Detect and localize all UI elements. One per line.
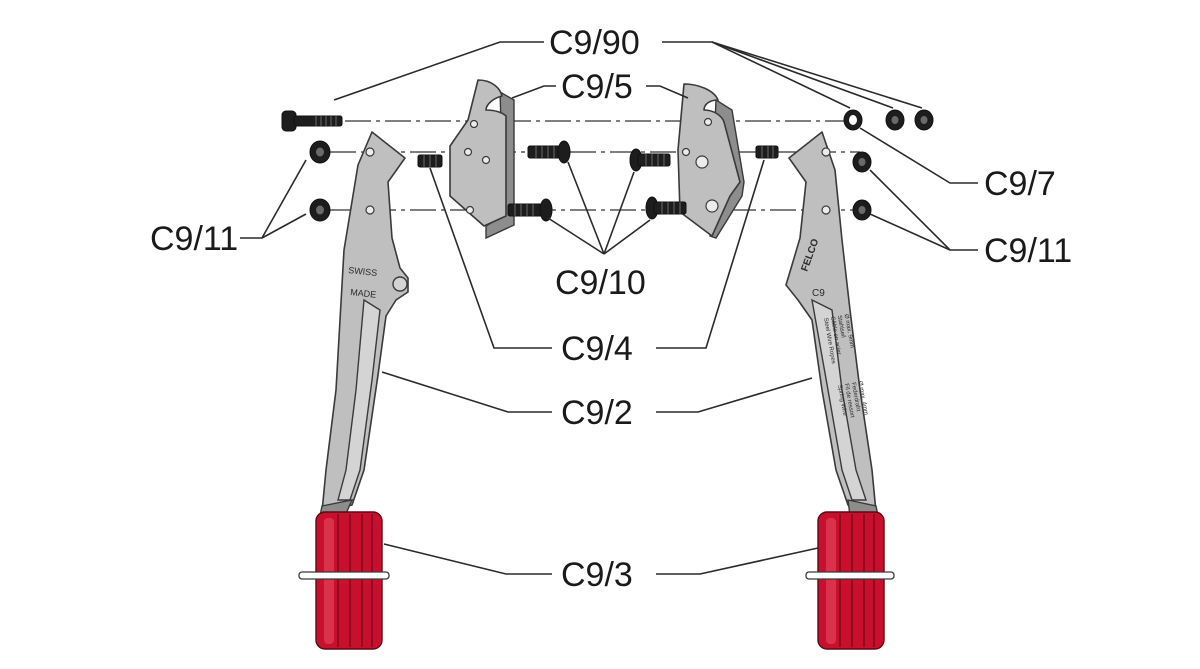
right-arm-pivot-hole-top [821,147,831,157]
leader-c9-90-right-b [711,41,894,109]
leader-c9-3-left [383,543,552,575]
svg-text:Fil de ressort: Fil de ressort [843,383,855,419]
nut-c9-11-right-bottom [852,199,872,221]
leader-c9-5-right [646,85,689,99]
leader-c9-2-right [656,377,813,413]
right-arm-pivot-hole-bottom [821,205,831,215]
screw-c9-10-top-left [527,140,571,164]
label-c9-2: C9/2 [561,394,633,432]
set-screw-c9-4-left [417,154,443,168]
leader-c9-5-left [511,85,556,99]
leader-c9-10-c [603,171,635,255]
label-c9-11-left: C9/11 [150,220,238,258]
svg-text:Ø max. 9mm: Ø max. 9mm [843,314,855,349]
model-engraving: C9 [812,288,825,299]
right-red-handle [805,511,895,650]
leader-lines [240,41,978,575]
label-c9-3: C9/3 [561,556,633,594]
nut-c9-90-a [885,109,905,131]
screw-c9-10-bottom-right [645,196,687,220]
screw-c9-10-bottom-left [507,198,553,222]
right-handle-ring [805,571,895,580]
leader-c9-10-d [603,219,651,255]
leader-c9-90-right-c [711,41,923,109]
leader-c9-11-left-a [240,159,307,239]
nut-c9-11-right-top [852,151,872,173]
nut-c9-11-left-top [309,140,331,164]
label-c9-5: C9/5 [561,68,633,106]
nut-c9-90-b [914,109,934,131]
leader-c9-7 [859,127,978,184]
leader-c9-10-b [547,217,605,255]
leader-c9-4-right [656,159,765,349]
left-blade [449,79,515,240]
right-blade [677,83,745,239]
leader-c9-90-left [333,41,544,101]
svg-text:Federdraht: Federdraht [850,382,861,412]
leader-c9-4-left [429,167,552,349]
bolt-c9-90 [281,110,343,132]
assembly-axes [330,120,860,211]
label-c9-11-right: C9/11 [984,232,1072,270]
callout-labels: C9/90 C9/5 C9/7 C9/11 C9/11 C9/10 C9/4 C… [150,24,1072,594]
label-c9-4: C9/4 [561,330,633,368]
left-handle-ring [298,571,390,580]
right-blade-pivot-socket [695,155,709,169]
label-c9-10: C9/10 [555,264,646,302]
leader-c9-10-a [567,161,605,255]
nut-c9-11-left-bottom [309,198,331,222]
set-screw-c9-4-right [755,145,779,159]
leader-c9-11-right-b [869,213,951,251]
leader-c9-11-left-b [261,213,307,239]
right-arm: FELCO C9 Steel Wire Ropes Câble en acier… [785,131,879,517]
svg-text:Stahlseil: Stahlseil [836,315,846,338]
spec-engraving-block-2: Spring Wire Fil de ressort Federdraht Ø … [836,381,869,419]
label-c9-90: C9/90 [549,24,640,62]
leader-c9-3-right [656,547,819,575]
made-engraving: MADE [350,287,377,300]
left-arm: SWISS MADE [319,131,409,517]
label-c9-7: C9/7 [984,165,1056,203]
left-arm-pivot-hole-bottom [365,205,375,215]
swiss-engraving: SWISS [348,265,378,278]
screw-c9-10-top-right [629,148,671,172]
svg-text:Ø max. 4mm: Ø max. 4mm [857,381,869,416]
svg-text:Spring Wire: Spring Wire [836,384,847,417]
left-red-handle [298,511,390,650]
left-arm-pivot-hole-top [365,147,375,157]
washer-c9-7 [843,109,863,131]
leader-c9-2-left [381,371,552,413]
